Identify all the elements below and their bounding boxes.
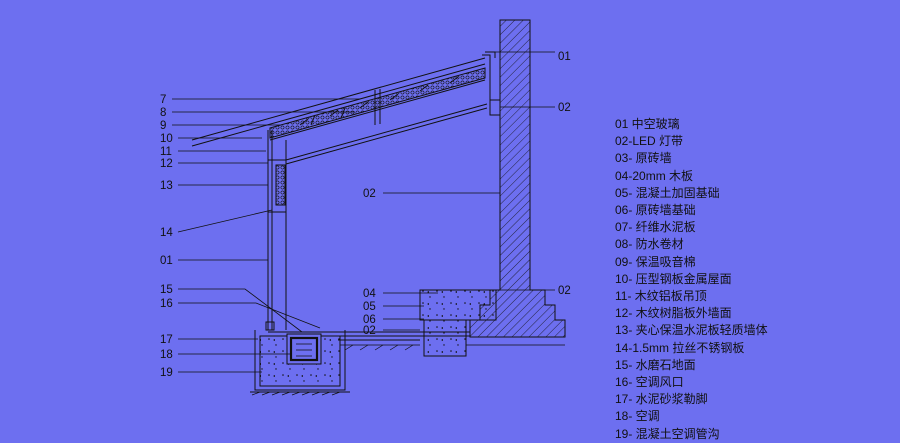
callout-11: 11	[160, 146, 172, 158]
callout-04: 04	[363, 288, 376, 300]
callout-floor-02: 02	[363, 325, 376, 337]
legend-item: 18- 空调	[615, 409, 660, 424]
callout-10: 10	[160, 133, 173, 145]
callout-13: 13	[160, 180, 173, 192]
legend-item: 15- 水磨石地面	[615, 357, 696, 372]
legend-item: 17- 水泥砂浆勒脚	[615, 392, 708, 407]
callout-17: 17	[160, 334, 173, 346]
legend-item: 01 中空玻璃	[615, 117, 680, 131]
callout-05: 05	[363, 301, 376, 313]
ac-trench	[250, 330, 350, 396]
legend-item: 12- 木纹树脂板外墙面	[615, 306, 732, 321]
legend-item: 13- 夹心保温水泥板轻质墙体	[615, 323, 768, 338]
legend-item: 08- 防水卷材	[615, 237, 684, 252]
callout-7: 7	[160, 94, 166, 106]
glass-wall	[265, 130, 287, 331]
legend-item: 11- 木纹铝板吊顶	[615, 289, 707, 304]
callout-06: 06	[363, 314, 376, 326]
callout-8: 8	[160, 107, 166, 119]
roof-assembly	[191, 51, 500, 165]
callout-19: 19	[160, 367, 173, 379]
legend-item: 14-1.5mm 拉丝不锈钢板	[615, 340, 745, 355]
legend-item: 10- 压型钢板金属屋面	[615, 271, 732, 286]
legend-item: 07- 纤维水泥板	[615, 220, 696, 235]
legend-item: 19- 混凝土空调管沟	[615, 426, 720, 441]
callout-top-01: 01	[558, 51, 571, 63]
callout-12: 12	[160, 158, 173, 170]
callout-9: 9	[160, 120, 166, 132]
legend-item: 04-20mm 木板	[615, 168, 694, 183]
legend-item: 02-LED 灯带	[615, 134, 684, 149]
brick-wall	[469, 19, 566, 338]
callouts-left: 7 8 9 10 11 12 13 14 01 15 16 17 18 19	[160, 94, 173, 379]
callout-15: 15	[160, 284, 173, 296]
callouts-right: 01 02 02 04 05 06 02 02	[363, 51, 571, 337]
legend-item: 06- 原砖墙基础	[615, 203, 696, 218]
callout-14: 14	[160, 227, 173, 239]
leader-lines-right	[383, 51, 555, 331]
callout-18: 18	[160, 349, 173, 361]
callout-16: 16	[160, 298, 173, 310]
callout-wall-02: 02	[363, 188, 376, 200]
legend-item: 05- 混凝土加固基础	[615, 185, 720, 200]
callout-01: 01	[160, 255, 173, 267]
callout-footing-02: 02	[558, 285, 571, 297]
leader-lines-left	[172, 98, 360, 373]
legend-item: 09- 保温吸音棉	[615, 254, 696, 269]
floor-slab	[268, 289, 497, 357]
legend-item: 16- 空调风口	[615, 375, 684, 390]
legend-list: 01 中空玻璃 02-LED 灯带 03- 原砖墙 04-20mm 木板 05-…	[615, 116, 768, 443]
legend-item: 03- 原砖墙	[615, 151, 672, 166]
callout-upper-02: 02	[558, 102, 571, 114]
